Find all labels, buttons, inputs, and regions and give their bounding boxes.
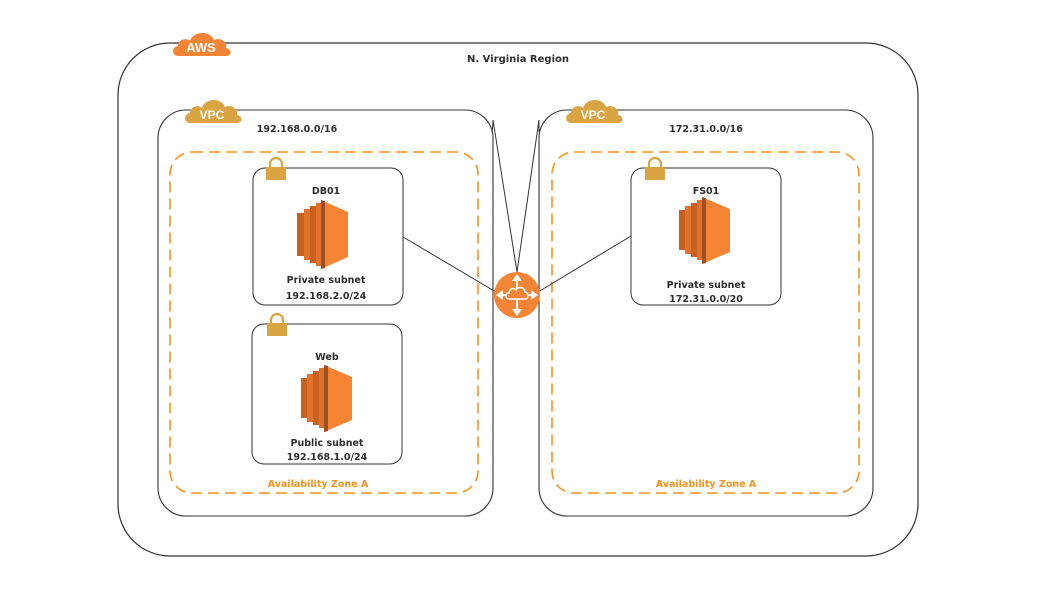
aws-badge-label: AWS: [186, 40, 216, 55]
subnet-cidr: 192.168.1.0/24: [287, 452, 368, 463]
lock-icon: [267, 312, 287, 336]
vpc-cloud-icon: VPC: [185, 99, 242, 123]
availability-zone-label: Availability Zone A: [656, 479, 757, 490]
vpc-cidr: 172.31.0.0/16: [669, 124, 743, 135]
instance-name: DB01: [312, 186, 340, 197]
vpc-peering-router-icon[interactable]: [494, 272, 540, 318]
connection-right-vpc-router: [516, 119, 540, 273]
vpc-container-left: [157, 109, 494, 517]
connection-db01-router: [402, 236, 497, 293]
region-container: [117, 42, 919, 557]
connection-left-vpc-router: [491, 119, 518, 273]
subnet-type: Private subnet: [667, 280, 746, 291]
vpc-badge-label: VPC: [200, 108, 225, 122]
vpc-cloud-icon: VPC: [566, 99, 623, 123]
subnet-type: Public subnet: [291, 438, 364, 449]
ec2-instance-icon: [297, 200, 348, 269]
availability-zone-right: [551, 151, 860, 494]
vpc-cidr: 192.168.0.0/16: [257, 124, 338, 135]
subnet-cidr: 172.31.0.0/20: [669, 294, 743, 305]
availability-zone-label: Availability Zone A: [268, 479, 369, 490]
availability-zone-left: [169, 151, 479, 494]
subnet-cidr: 192.168.2.0/24: [286, 291, 367, 302]
vpc-badge-label: VPC: [581, 108, 606, 122]
lock-icon: [645, 156, 665, 180]
subnet-type: Private subnet: [287, 275, 366, 286]
instance-name: FS01: [693, 186, 720, 197]
instance-name: Web: [315, 352, 339, 363]
lock-icon: [266, 156, 286, 180]
cloud-icon: [505, 286, 529, 300]
connection-fs01-router: [537, 235, 632, 293]
aws-cloud-icon: AWS: [173, 32, 231, 56]
ec2-instance-icon: [679, 197, 730, 264]
ec2-instance-icon: [301, 365, 352, 432]
region-title: N. Virginia Region: [467, 54, 569, 65]
vpc-container-right: [538, 109, 874, 517]
